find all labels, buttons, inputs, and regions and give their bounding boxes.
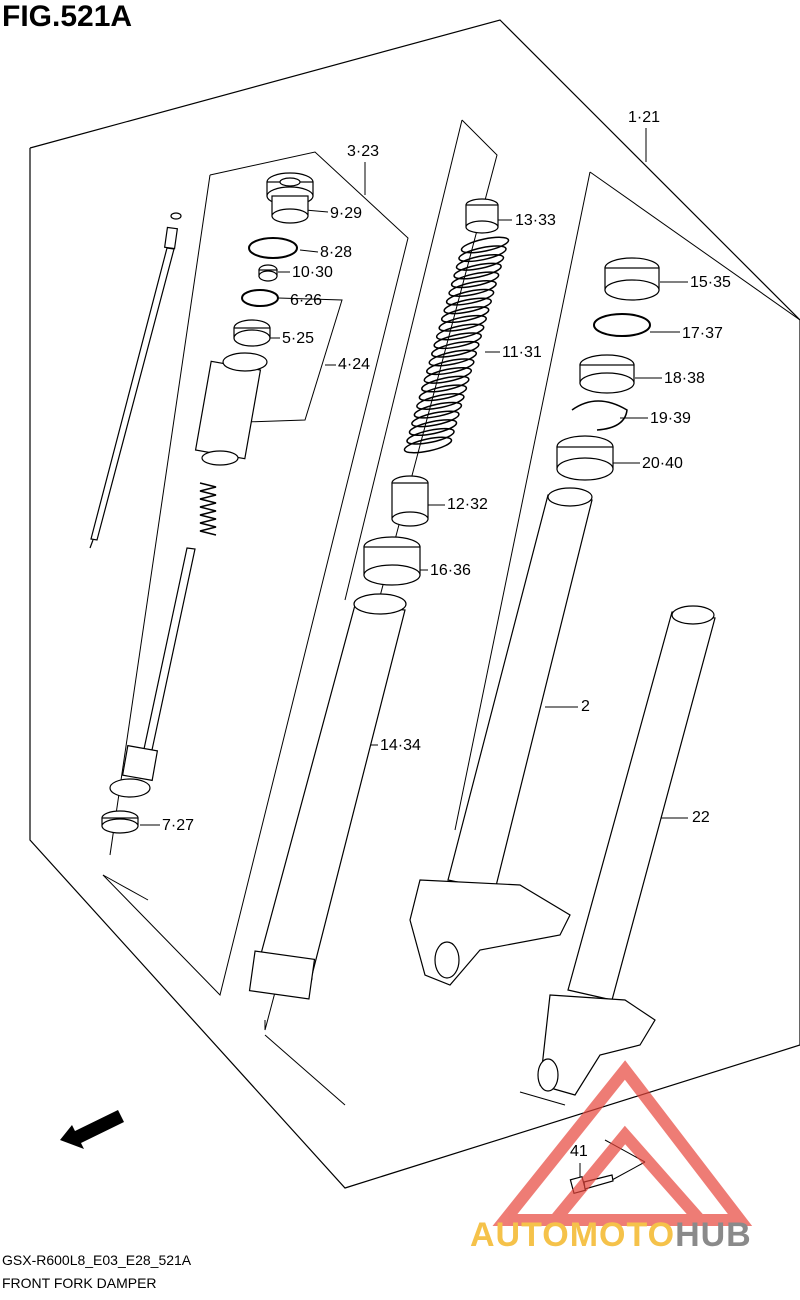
watermark-text-part2: HUB bbox=[675, 1216, 752, 1254]
callout-16-36[interactable]: 16·36 bbox=[430, 562, 471, 579]
callout-1-21[interactable]: 1·21 bbox=[628, 109, 661, 126]
figure-title: FIG.521A bbox=[2, 0, 133, 33]
spring-coil bbox=[421, 375, 470, 393]
watermark-logo bbox=[492, 1060, 753, 1226]
small-spring bbox=[199, 482, 217, 536]
spring-coil bbox=[426, 358, 475, 376]
spring-coil bbox=[411, 410, 460, 428]
spring-nut bbox=[465, 198, 499, 234]
dust-seal-20 bbox=[556, 435, 614, 481]
spring-coil bbox=[448, 280, 497, 297]
footer-model-code: GSX-R600L8_E03_E28_521A bbox=[2, 1252, 192, 1268]
callout-4-24[interactable]: 4·24 bbox=[338, 356, 371, 373]
callout-2[interactable]: 2 bbox=[581, 698, 590, 715]
spring-coil bbox=[440, 306, 490, 324]
spring-coil bbox=[428, 349, 478, 367]
fwd-arrow-icon bbox=[60, 1110, 124, 1149]
watermark-text: AUTOMOTOHUB bbox=[470, 1216, 752, 1255]
callout-6-26[interactable]: 6·26 bbox=[290, 292, 323, 309]
ring-part-6 bbox=[241, 289, 279, 307]
spring-coil bbox=[458, 245, 507, 263]
spring-coil bbox=[453, 262, 502, 280]
spring-coil bbox=[403, 436, 453, 454]
footer-caption: FRONT FORK DAMPER bbox=[2, 1275, 157, 1291]
callout-20-40[interactable]: 20·40 bbox=[642, 455, 683, 472]
callout-7-27[interactable]: 7·27 bbox=[162, 817, 195, 834]
spring-coil bbox=[435, 323, 485, 341]
spring-coil bbox=[413, 401, 463, 419]
spring-coil bbox=[418, 384, 468, 402]
spring-coil bbox=[455, 253, 505, 271]
damper-rod-assembly bbox=[109, 547, 196, 798]
nut-part bbox=[258, 264, 278, 282]
main-spring bbox=[403, 236, 510, 454]
spring-coil bbox=[423, 366, 473, 384]
callout-41[interactable]: 41 bbox=[570, 1143, 588, 1160]
spring-coil bbox=[416, 393, 465, 410]
callout-12-32[interactable]: 12·32 bbox=[447, 496, 488, 513]
callout-18-38[interactable]: 18·38 bbox=[664, 370, 705, 387]
callout-5-25[interactable]: 5·25 bbox=[282, 330, 315, 347]
clip-19 bbox=[571, 400, 628, 431]
callout-19-39[interactable]: 19·39 bbox=[650, 410, 691, 427]
damper-group-frame-left bbox=[109, 174, 211, 856]
spring-coil bbox=[431, 340, 480, 358]
damper-rod bbox=[89, 212, 182, 549]
inner-tube bbox=[248, 593, 407, 1000]
spring-coil bbox=[433, 332, 482, 350]
callout-3-23[interactable]: 3·23 bbox=[347, 143, 380, 160]
spring-coil bbox=[438, 314, 487, 332]
callout-8-28[interactable]: 8·28 bbox=[320, 244, 353, 261]
cap-bolt-part bbox=[266, 172, 314, 224]
seal-18 bbox=[579, 354, 635, 394]
outer-assembly-outline bbox=[29, 19, 800, 1189]
ring-part-5 bbox=[233, 319, 271, 347]
outer-tube-2 bbox=[409, 487, 593, 986]
callout-17-37[interactable]: 17·37 bbox=[682, 325, 723, 342]
spring-coil bbox=[443, 297, 492, 315]
spring-coil bbox=[460, 236, 510, 254]
spacer-part bbox=[391, 475, 429, 527]
outer-tube-22 bbox=[537, 605, 716, 1096]
callout-11-31[interactable]: 11·31 bbox=[502, 344, 542, 361]
spring-coil bbox=[408, 419, 458, 437]
callout-10-30[interactable]: 10·30 bbox=[292, 264, 333, 281]
callout-13-33[interactable]: 13·33 bbox=[515, 212, 556, 229]
callout-15-35[interactable]: 15·35 bbox=[690, 274, 731, 291]
oil-seal-15 bbox=[604, 257, 660, 301]
spring-group-frame bbox=[264, 119, 498, 1031]
damper-group-frame bbox=[102, 151, 409, 996]
callout-22[interactable]: 22 bbox=[692, 809, 710, 826]
o-ring-part bbox=[248, 237, 298, 259]
callout-9-29[interactable]: 9·29 bbox=[330, 205, 363, 222]
watermark-text-part1: AUTOMOTO bbox=[470, 1216, 676, 1254]
bushing-part bbox=[363, 536, 421, 586]
ring-part-7 bbox=[101, 810, 139, 834]
spring-coil bbox=[445, 288, 495, 306]
outer-tube-frame bbox=[589, 171, 800, 321]
spring-coil bbox=[450, 271, 500, 289]
spring-coil bbox=[406, 427, 455, 445]
damper-cylinder bbox=[194, 352, 268, 466]
callout-14-34[interactable]: 14·34 bbox=[380, 737, 421, 754]
ring-17 bbox=[593, 313, 651, 337]
